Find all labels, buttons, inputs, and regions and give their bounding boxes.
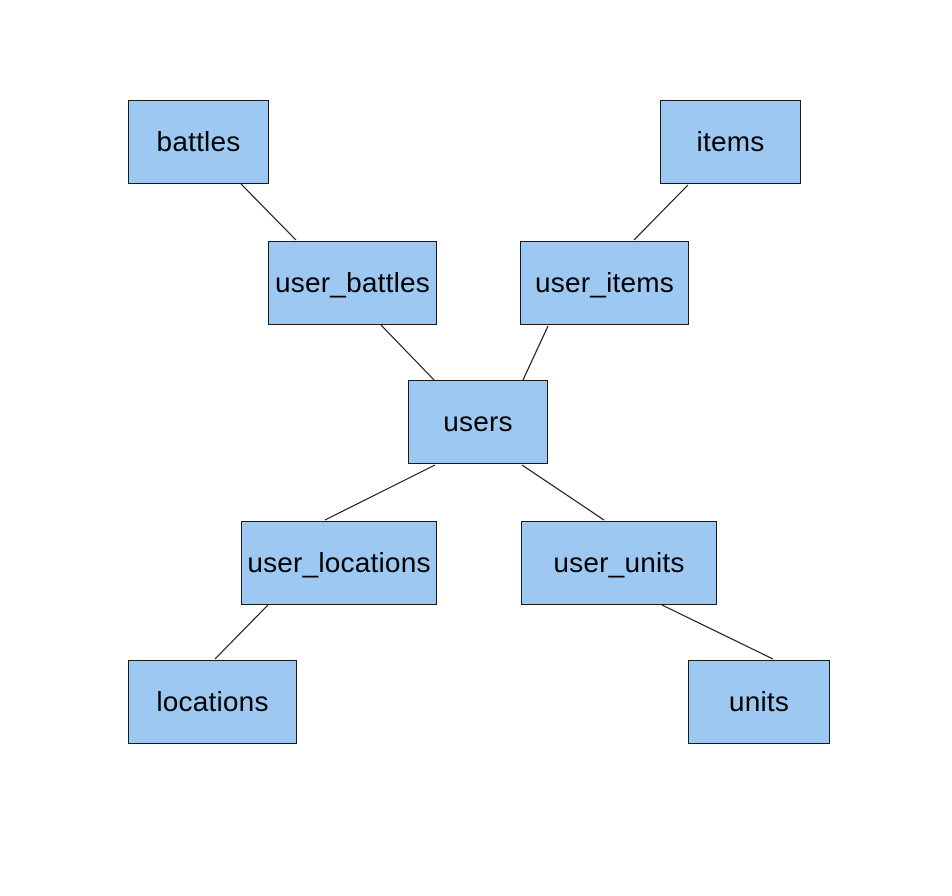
edge-user_items-users — [522, 325, 549, 381]
node-label: units — [728, 686, 790, 717]
node-label: locations — [156, 686, 269, 717]
edge-items-user_items — [633, 184, 689, 241]
node-label: users — [443, 406, 513, 437]
edge-battles-user_battles — [240, 183, 297, 241]
node-units[interactable]: units — [688, 660, 830, 744]
edge-users-user_locations — [324, 464, 436, 521]
node-battles[interactable]: battles — [128, 100, 269, 184]
node-user_locations[interactable]: user_locations — [241, 521, 437, 605]
node-users[interactable]: users — [408, 380, 548, 464]
edge-user_battles-users — [380, 324, 436, 382]
edge-users-user_units — [521, 464, 605, 521]
node-label: user_items — [535, 267, 674, 298]
node-label: user_battles — [275, 267, 430, 298]
node-label: battles — [156, 126, 241, 157]
edge-user_units-units — [661, 604, 774, 660]
node-user_battles[interactable]: user_battles — [268, 241, 437, 325]
node-user_units[interactable]: user_units — [521, 521, 717, 605]
node-locations[interactable]: locations — [128, 660, 297, 744]
node-items[interactable]: items — [660, 100, 801, 184]
edge-user_locations-locations — [214, 604, 269, 660]
node-label: user_units — [553, 547, 685, 578]
node-user_items[interactable]: user_items — [520, 241, 689, 325]
node-label: user_locations — [247, 547, 431, 578]
node-label: items — [696, 126, 765, 157]
